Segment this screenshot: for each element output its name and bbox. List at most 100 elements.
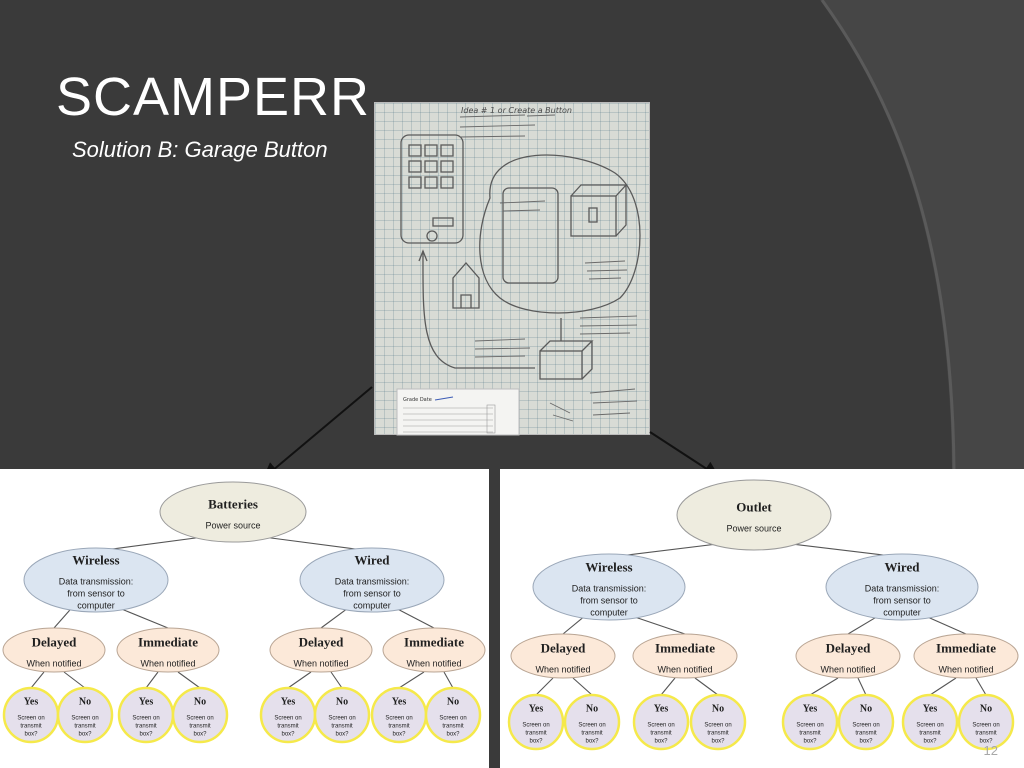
tree-edge (809, 677, 839, 696)
timing-node-delayed-title: Delayed (32, 635, 78, 650)
sketch-bubble (479, 154, 641, 314)
leaf-node-yes-title: Yes (923, 704, 938, 715)
timing-node-delayed-shape (510, 633, 616, 679)
timing-node-immediate-subtitle: When notified (140, 658, 195, 668)
timing-node-immediate-title: Immediate (936, 641, 996, 656)
root-node-batteries-title: Batteries (208, 497, 258, 512)
leaf-node-yes-title: Yes (281, 697, 296, 708)
leaf-node-yes-title: Yes (392, 697, 407, 708)
tree-edge (633, 616, 686, 635)
leaf-node-no-title: No (712, 704, 724, 715)
tree-edge (562, 616, 585, 635)
tree-edge (398, 671, 425, 689)
root-node-batteries-subtitle: Power source (205, 520, 260, 530)
timing-node-delayed-subtitle: When notified (535, 664, 590, 674)
leaf-node-no-shape (56, 686, 114, 744)
transmission-node-wired-title: Wired (885, 560, 921, 575)
background-arc-band (820, 0, 1024, 470)
timing-node-immediate-subtitle: When notified (657, 664, 712, 674)
root-node-outlet-subtitle: Power source (726, 523, 781, 533)
sketch-connection (422, 250, 535, 369)
timing-node-delayed-shape (795, 633, 901, 679)
tree-edge (929, 677, 957, 696)
leaf-node-no-title: No (980, 704, 992, 715)
leaf-node-yes-title: Yes (803, 704, 818, 715)
tree-edge (443, 671, 454, 689)
sketch-inner-phone (502, 187, 559, 284)
tree-edge (694, 677, 719, 696)
tree-edge (926, 616, 967, 635)
timing-node-immediate-shape (632, 633, 738, 679)
leaf-node-no-shape (563, 693, 621, 751)
sketch-grade-sheet (396, 388, 520, 436)
timing-node-immediate-shape (116, 627, 220, 673)
tree-edge (63, 671, 86, 689)
tree-edge (660, 677, 676, 696)
sketch-phone (400, 134, 464, 244)
leaf-node-no-shape (837, 693, 895, 751)
root-node-outlet-title: Outlet (736, 500, 772, 515)
leaf-node-yes-title: Yes (139, 697, 154, 708)
leaf-node-no-title: No (586, 704, 598, 715)
leaf-node-no-shape (171, 686, 229, 744)
background-arc-line (820, 0, 956, 471)
page-number: 12 (983, 743, 998, 758)
timing-node-delayed-shape (2, 627, 106, 673)
tree-edge (396, 608, 435, 629)
timing-node-delayed-title: Delayed (541, 641, 587, 656)
sketch-app-grid (408, 144, 454, 227)
root-node-batteries-shape (159, 481, 307, 543)
leaf-node-no-title: No (860, 704, 872, 715)
leaf-node-yes-title: Yes (529, 704, 544, 715)
leaf-node-no-title: No (336, 697, 348, 708)
tree-edge (177, 671, 201, 689)
sketch-house (452, 262, 480, 309)
timing-node-immediate-shape (913, 633, 1019, 679)
leaf-node-yes-shape (632, 693, 690, 751)
leaf-node-no-shape (313, 686, 371, 744)
transmission-node-wired-title: Wired (355, 553, 391, 568)
leaf-node-no-title: No (79, 697, 91, 708)
leaf-node-no-shape (957, 693, 1015, 751)
timing-node-delayed-shape (269, 627, 373, 673)
timing-node-delayed-subtitle: When notified (820, 664, 875, 674)
leaf-node-yes-title: Yes (24, 697, 39, 708)
timing-node-delayed-subtitle: When notified (26, 658, 81, 668)
timing-node-immediate-title: Immediate (404, 635, 464, 650)
timing-node-immediate-shape (382, 627, 486, 673)
transmission-node-wireless-shape (23, 547, 169, 613)
leaf-node-yes-shape (901, 693, 959, 751)
timing-node-delayed-subtitle: When notified (293, 658, 348, 668)
leaf-node-yes-shape (781, 693, 839, 751)
sketch-drawing: Idea # 1 or Create a Button Grade Date (396, 106, 641, 436)
